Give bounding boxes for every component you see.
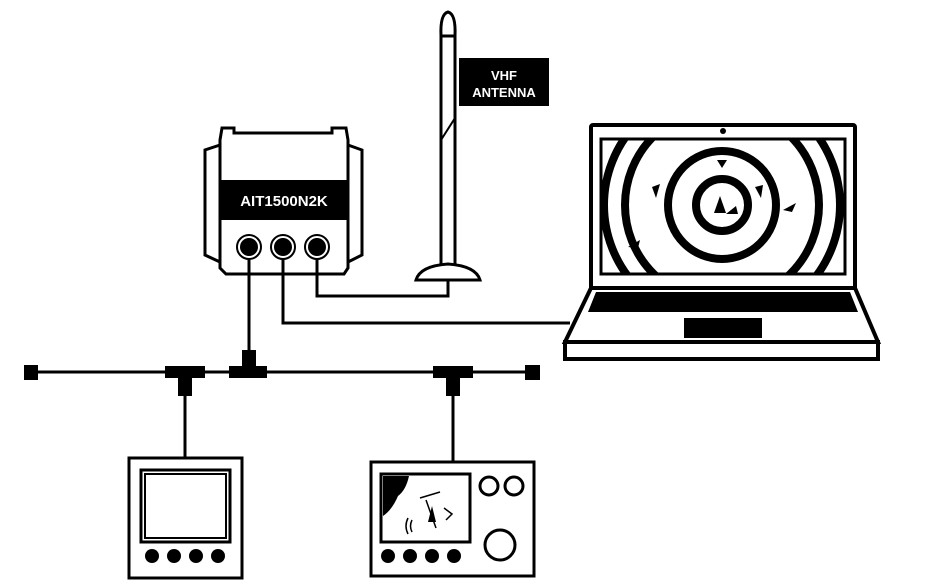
knob-small-2 [503,475,525,497]
tee-connector-2 [229,350,267,378]
vessel-target-icon [428,506,436,522]
antenna-label-line1: VHF [491,68,517,83]
rotary-knob [483,528,517,562]
laptop-trackpad [684,318,762,338]
connector-vhf [308,238,326,256]
display-1-buttons [145,549,225,563]
antenna-label-line2: ANTENNA [472,85,536,100]
backbone-hardware [24,350,540,396]
connector-usb [274,238,292,256]
device-label: AIT1500N2K [240,193,328,210]
usb-cable [281,259,570,325]
tee-connector-1 [165,366,205,396]
cables [38,259,570,462]
webcam-icon [720,128,726,134]
tee-connector-3 [433,366,473,396]
laptop [561,123,882,361]
antenna-cable [315,259,450,298]
terminator-right [525,365,540,380]
laptop-radar-screen [601,139,844,274]
ais-target-icons [628,160,796,248]
chart-landmass [383,476,409,516]
connector-nmea2000 [240,238,258,256]
vhf-antenna [414,10,482,282]
chartplotter-display-1 [127,456,244,580]
display-2-buttons [381,549,461,563]
chartplotter-display-2 [369,460,536,578]
vhf-antenna-label: VHF ANTENNA [459,58,549,106]
laptop-keyboard [588,292,858,312]
terminator-left [24,365,38,380]
ait1500n2k-unit: AIT1500N2K [203,126,364,276]
knob-small-1 [478,475,500,497]
